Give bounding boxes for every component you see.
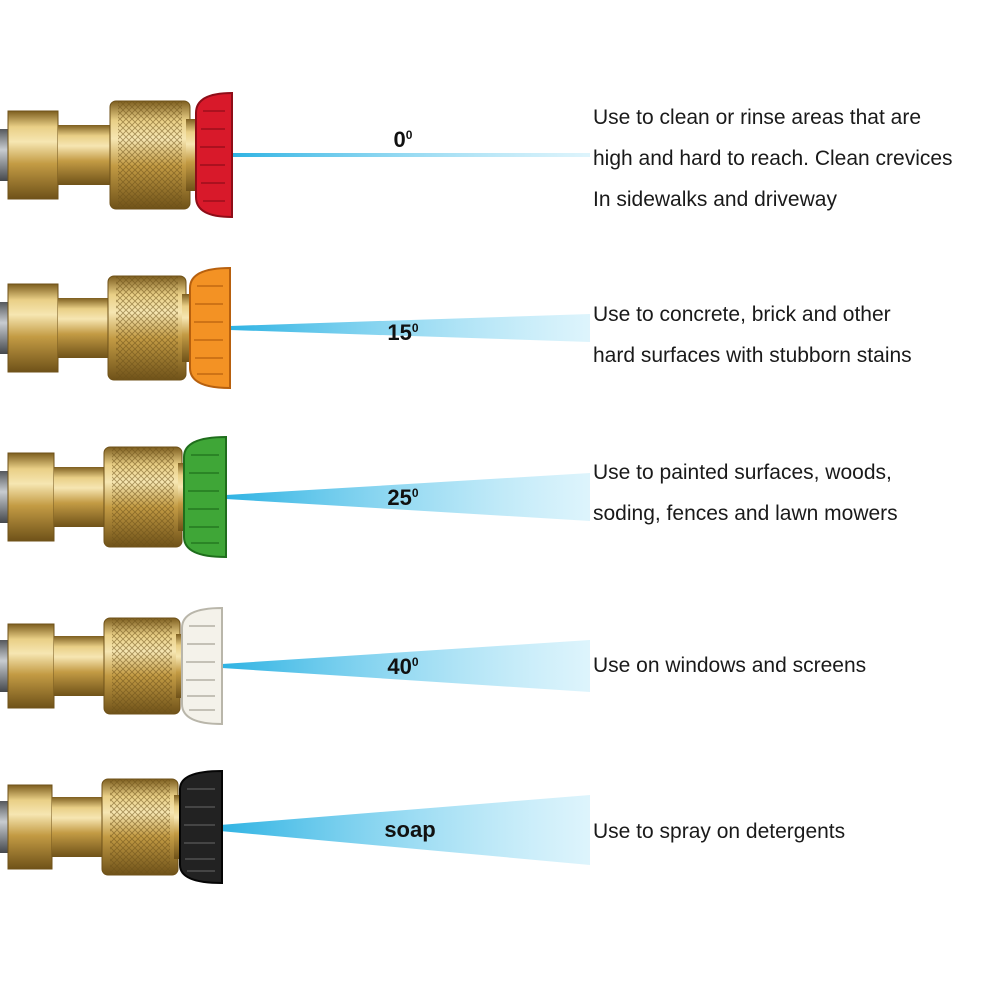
description-line: Use to clean or rinse areas that are xyxy=(593,106,922,129)
hex-nut xyxy=(7,110,59,200)
spray-angle-label: 400 xyxy=(387,654,418,679)
description-line: Use to concrete, brick and other xyxy=(593,303,891,326)
hex-nut xyxy=(7,283,59,373)
angle-value: 15 xyxy=(387,320,411,345)
spray-jet xyxy=(230,314,590,342)
description-line: hard surfaces with stubborn stains xyxy=(593,344,912,367)
spray-jet xyxy=(226,473,590,521)
nozzle-row-15: 150 xyxy=(0,266,590,390)
spray-jet xyxy=(220,795,590,865)
angle-value: 0 xyxy=(394,127,406,152)
description-line: Use to spray on detergents xyxy=(593,820,846,843)
hex-nut xyxy=(7,784,53,870)
description-line: Use on windows and screens xyxy=(593,654,867,677)
description-line: Use to painted surfaces, woods, xyxy=(593,461,892,484)
nozzle-tip-icon xyxy=(195,91,233,219)
coupler-neck xyxy=(52,797,102,857)
degree-mark: 0 xyxy=(412,321,419,335)
nozzle-tip-icon xyxy=(179,769,223,885)
nozzle-row-25: 250 xyxy=(0,435,590,559)
angle-value: 25 xyxy=(387,485,411,510)
angle-value: soap xyxy=(384,817,435,842)
degree-mark: 0 xyxy=(412,655,419,669)
coupler-neck xyxy=(54,636,104,696)
spray-angle-label: 250 xyxy=(387,485,418,510)
spray-angle-label: 150 xyxy=(387,320,418,345)
nozzle-row-soap: soap xyxy=(0,769,590,885)
spray-angle-label: soap xyxy=(384,817,435,842)
spray-angle-label: 00 xyxy=(394,127,413,152)
description-line: In sidewalks and driveway xyxy=(593,188,837,211)
nozzle-description-soap: Use to spray on detergents xyxy=(593,811,993,852)
coupler-neck xyxy=(58,298,108,358)
nozzle-description-0: Use to clean or rinse areas that are hig… xyxy=(593,97,993,220)
spray-jet xyxy=(222,640,590,692)
angle-value: 40 xyxy=(387,654,411,679)
spray-jet xyxy=(232,153,590,157)
nozzle-row-0: 00 xyxy=(0,91,590,219)
description-line: soding, fences and lawn mowers xyxy=(593,502,898,525)
degree-mark: 0 xyxy=(412,486,419,500)
hex-nut xyxy=(7,623,55,709)
coupler-neck xyxy=(58,125,110,185)
nozzle-description-40: Use on windows and screens xyxy=(593,645,993,686)
coupler-neck xyxy=(54,467,104,527)
nozzle-description-25: Use to painted surfaces, woods, soding, … xyxy=(593,452,993,534)
description-line: high and hard to reach. Clean crevices xyxy=(593,147,953,170)
nozzle-row-40: 400 xyxy=(0,606,590,726)
degree-mark: 0 xyxy=(406,128,413,142)
hex-nut xyxy=(7,452,55,542)
nozzle-description-15: Use to concrete, brick and other hard su… xyxy=(593,294,993,376)
